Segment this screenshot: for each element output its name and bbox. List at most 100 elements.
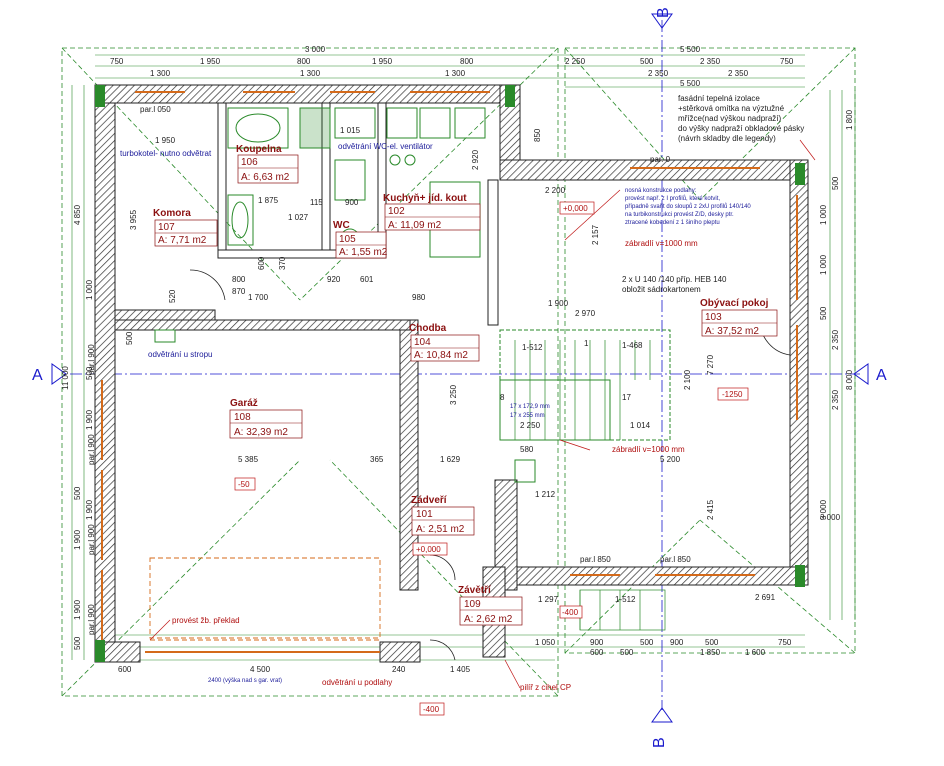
- room-number: 101: [416, 509, 433, 520]
- note-line: +stěrková omítka na výztužné: [678, 104, 785, 113]
- room-number: 105: [339, 234, 356, 245]
- dim-text: 2 920: [471, 149, 480, 170]
- dim-text: 1 300: [300, 69, 321, 78]
- dim-text: 4 500: [250, 665, 271, 674]
- note-line: mřížce(nad výškou nadpraží): [678, 114, 781, 123]
- dim-text: 1 900: [73, 599, 82, 620]
- room-number: 103: [705, 312, 722, 323]
- dim-text: 7 270: [706, 354, 715, 375]
- dim-text: 8 000: [845, 369, 854, 390]
- room-zadveri: Zádveří 101 A: 2,51 m2: [411, 495, 475, 536]
- dim-text: 1 405: [450, 665, 471, 674]
- note-pilir: pilíř z cihel CP: [520, 683, 571, 692]
- note-line: provést např. z I profilů, které kotvit,: [625, 195, 720, 202]
- stair-labels: 17 x 172,9 mm 17 x 255 mm 1 8 17 1-468 1…: [500, 339, 643, 604]
- dim-text: 3 000: [820, 513, 841, 522]
- dims-top: 3 000 5 500 750 1 950 800 1 950 800 2 25…: [110, 45, 794, 88]
- note-zabradli-2: zábradlí v=1000 mm: [612, 445, 685, 454]
- dim-text: 980: [412, 293, 426, 302]
- note-line: do výšky nadpraží obkladové pásky: [678, 124, 804, 133]
- note-preklad: provést žb. překlad: [172, 616, 240, 625]
- room-obyvaci: Obývací pokoj 103 A: 37,52 m2: [700, 298, 778, 337]
- room-area: A: 2,62 m2: [464, 614, 513, 625]
- room-komora: Komora 107 A: 7,71 m2: [153, 208, 218, 247]
- dimension-lines: [71, 54, 856, 661]
- dim-text: 800: [232, 275, 246, 284]
- dim-text: 750: [110, 57, 124, 66]
- dim-text: 3 250: [449, 384, 458, 405]
- dim-text: 2 250: [565, 57, 586, 66]
- room-garaz: Garáž 108 A: 32,39 m2: [229, 398, 303, 439]
- dim-text: 750: [778, 638, 792, 647]
- dim-text: 1 875: [258, 196, 279, 205]
- dim-text: 2 350: [728, 69, 749, 78]
- note-line: fasádní tepelná izolace: [678, 94, 760, 103]
- stair-label: 1-468: [622, 341, 643, 350]
- dim-text: 365: [370, 455, 384, 464]
- dim-text: 850: [533, 128, 542, 142]
- room-number: 106: [241, 157, 258, 168]
- dim-text: par.l 900: [87, 344, 96, 375]
- room-area: A: 37,52 m2: [705, 326, 759, 337]
- stair-label: 17 x 255 mm: [510, 413, 545, 419]
- dim-text: 900: [345, 198, 359, 207]
- dim-text: 2 157: [591, 224, 600, 245]
- dim-text: 500: [620, 648, 634, 657]
- dim-text: 1 700: [248, 293, 269, 302]
- room-name: Garáž: [230, 398, 258, 409]
- stair-label: 17: [622, 393, 631, 402]
- dim-text: 500: [125, 331, 134, 345]
- room-area: A: 2,51 m2: [416, 524, 465, 535]
- dim-text: 1 297: [538, 595, 559, 604]
- note-line: nosná konstrukce podlahy:: [625, 188, 697, 194]
- stair-label: 1: [584, 339, 589, 348]
- dim-text: 600: [118, 665, 132, 674]
- note-odvetrani-strop: odvětrání u stropu: [148, 350, 212, 359]
- dim-text: 520: [168, 289, 177, 303]
- garage-outline: [149, 557, 381, 641]
- dim-text: 370: [278, 256, 287, 270]
- stair-label: 1-512: [522, 343, 543, 352]
- dim-text: 750: [780, 57, 794, 66]
- note-podlaha: odvětrání u podlahy: [322, 678, 392, 687]
- dim-text: 1 000: [85, 279, 94, 300]
- dim-text: 1 850: [700, 648, 721, 657]
- dims-right: 500 1 000 1 000 2 350 2 350 500 3 000 8 …: [755, 109, 854, 602]
- dim-text: 1 900: [85, 409, 94, 430]
- dim-text: 1 027: [288, 213, 309, 222]
- room-area: A: 11,09 m2: [388, 220, 442, 231]
- section-b-bottom: B: [651, 737, 668, 748]
- dim-text: par.l 900: [87, 524, 96, 555]
- note-uprofil-2: obložit sádrokartonem: [622, 285, 701, 294]
- dim-text: 870: [232, 287, 246, 296]
- interior-walls: [217, 102, 499, 326]
- dim-text: 600: [257, 256, 266, 270]
- room-area: A: 1,55 m2: [339, 247, 388, 258]
- room-number: 102: [388, 206, 405, 217]
- dim-text: 2 200: [545, 186, 566, 195]
- fixtures: [154, 107, 671, 483]
- note-wc-vent: odvětrání WC-el. ventilátor: [338, 142, 433, 151]
- stair-label: 8: [500, 393, 505, 402]
- dim-text: 2 415: [706, 499, 715, 520]
- dim-text: 1 000: [819, 254, 828, 275]
- corner-marks: [95, 85, 805, 662]
- room-name: WC: [333, 220, 350, 231]
- dim-text: 1 000: [819, 204, 828, 225]
- level-mark: -50: [238, 480, 250, 489]
- dim-text: 1 900: [548, 299, 569, 308]
- windows: [101, 91, 798, 653]
- level-mark: +0,000: [563, 204, 588, 213]
- dim-text: par.l 050: [140, 105, 171, 114]
- room-koupelna: Koupelna 106 A: 6,63 m2: [236, 144, 299, 184]
- room-number: 108: [234, 412, 251, 423]
- note-nosna: nosná konstrukce podlahy: provést např. …: [625, 188, 751, 226]
- dim-text: 500: [73, 486, 82, 500]
- note-zabradli-1: zábradlí v=1000 mm: [625, 239, 698, 248]
- room-zavetri: Závětří 109 A: 2,62 m2: [458, 585, 523, 626]
- dim-text: par.l 850: [580, 555, 611, 564]
- dim-text: 2 100: [683, 369, 692, 390]
- dim-text: 11 000: [61, 366, 70, 390]
- dim-text: 800: [297, 57, 311, 66]
- room-name: Chodba: [409, 323, 447, 334]
